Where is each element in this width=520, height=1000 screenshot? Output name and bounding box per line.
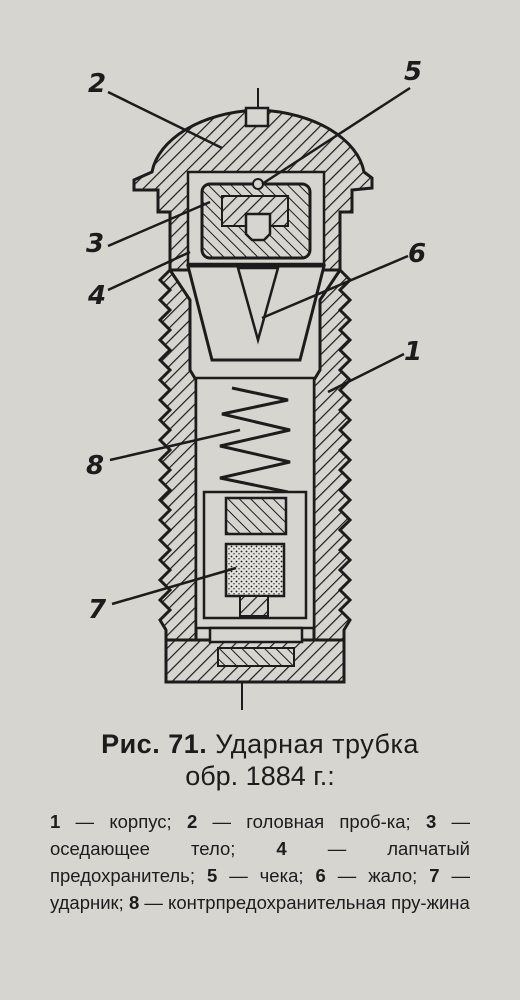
- legend-num: 6: [315, 865, 326, 886]
- leader-3: [107, 200, 211, 248]
- legend-text: жало;: [368, 865, 418, 886]
- label-1: 1: [404, 337, 422, 367]
- legend-num: 4: [276, 838, 287, 859]
- label-4: 4: [87, 281, 106, 311]
- legend-num: 7: [429, 865, 440, 886]
- striker-stem: [239, 595, 269, 617]
- parts-legend: 1 — корпус; 2 — головная проб-ка; 3 — ос…: [50, 811, 471, 913]
- body-threaded-right: [312, 267, 353, 682]
- head-slot: [244, 106, 270, 128]
- label-8: 8: [86, 451, 104, 481]
- fuze-cross-section-drawing: 2 5 3 6 4 1 8 7: [86, 57, 426, 710]
- legend-num: 5: [206, 865, 218, 886]
- leader-1: [327, 352, 405, 394]
- leader-4: [107, 250, 191, 292]
- pin-hole: [252, 178, 264, 190]
- legend-num: 3: [425, 811, 437, 832]
- legend-text: оседающее тело;: [50, 838, 236, 859]
- primer-plate: [208, 626, 304, 644]
- counter-safety-spring: [219, 386, 291, 502]
- sting: [236, 266, 280, 345]
- legend-text: лапчатый предохранитель;: [50, 838, 470, 886]
- label-7: 7: [88, 595, 107, 625]
- figure-caption: Рис. 71. Ударная трубка обр. 1884 г.:: [0, 728, 520, 792]
- figure-title: Ударная трубка: [215, 729, 419, 759]
- label-5: 5: [404, 57, 422, 87]
- legend-text: контрпредохранительная пру-жина: [168, 892, 470, 913]
- label-2: 2: [88, 69, 106, 99]
- striker-head: [224, 496, 288, 536]
- legend-num: 2: [186, 811, 198, 832]
- legend-num: 1: [50, 811, 61, 832]
- primer-cap: [217, 647, 295, 667]
- legend-text: головная проб-ка;: [246, 811, 411, 832]
- leader-5: [261, 86, 411, 186]
- figure-subtitle: обр. 1884 г.:: [185, 761, 335, 791]
- safety-pin: [244, 212, 272, 242]
- label-6: 6: [408, 239, 426, 269]
- leader-8: [109, 428, 241, 462]
- figure-number: Рис. 71.: [101, 729, 208, 759]
- legend-text: корпус;: [109, 811, 172, 832]
- leader-2: [107, 90, 223, 150]
- leader-7: [111, 566, 237, 606]
- legend-num: 8: [128, 892, 140, 913]
- legend-text: чека;: [259, 865, 304, 886]
- caption-title-line: Рис. 71. Ударная трубка: [0, 728, 520, 760]
- label-3: 3: [86, 229, 104, 259]
- legend-text: ударник;: [50, 892, 124, 913]
- leader-6: [261, 254, 409, 320]
- striker-charge: [224, 542, 286, 598]
- body-threaded-left: [157, 267, 198, 682]
